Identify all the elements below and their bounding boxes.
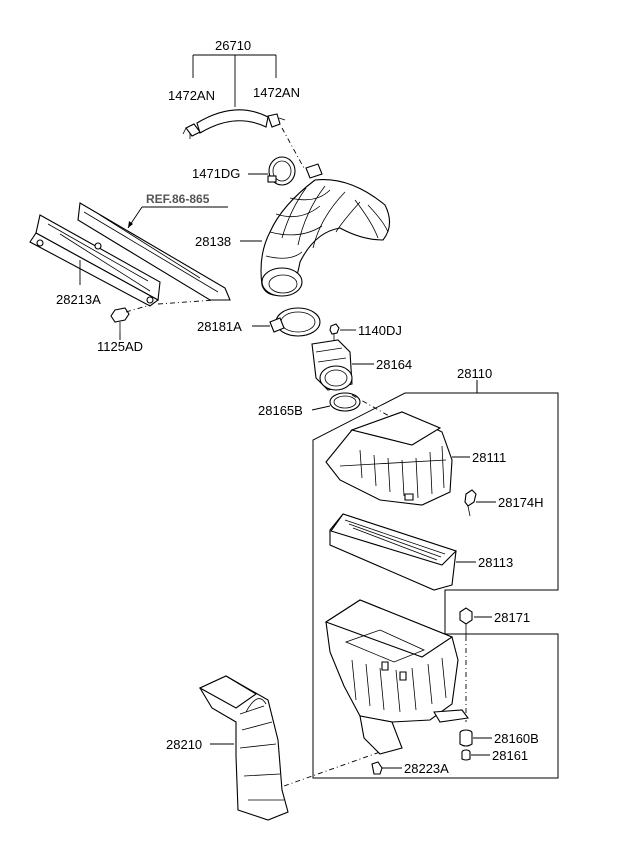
label-28223A: 28223A xyxy=(404,761,449,776)
part-28160B-grommet xyxy=(459,729,492,747)
hose-clip-left xyxy=(185,123,201,137)
part-1125AD-bolt xyxy=(110,304,151,340)
part-28161-collar xyxy=(461,749,490,761)
part-28223A-clip xyxy=(371,761,402,775)
part-28111-upper-cover xyxy=(325,411,470,506)
label-28111: 28111 xyxy=(472,450,506,465)
part-28174H-clip xyxy=(464,489,496,517)
part-28181A-clamp xyxy=(252,307,321,337)
label-28181A: 28181A xyxy=(197,319,242,334)
label-28174H: 28174H xyxy=(498,495,544,510)
label-28213A: 28213A xyxy=(56,292,101,307)
label-28160B: 28160B xyxy=(494,731,539,746)
part-28164-airflow-sensor xyxy=(311,339,374,391)
label-28165B: 28165B xyxy=(258,403,303,418)
label-1140DJ: 1140DJ xyxy=(358,323,402,338)
label-1471DG: 1471DG xyxy=(192,166,240,181)
ref-leader xyxy=(127,206,228,229)
label-28161: 28161 xyxy=(492,748,528,763)
breather-hose xyxy=(196,109,269,134)
label-28138: 28138 xyxy=(195,234,231,249)
label-1125AD: 1125AD xyxy=(97,339,143,354)
part-28210-air-duct xyxy=(198,675,381,821)
label-1472AN-left: 1472AN xyxy=(168,88,215,103)
label-28164: 28164 xyxy=(376,357,412,372)
part-28113-filter xyxy=(329,513,476,591)
assembly-frame-28110 xyxy=(312,380,559,779)
part-28171-bolt xyxy=(459,607,492,722)
label-28171: 28171 xyxy=(494,610,530,625)
part-28213A-bracket xyxy=(29,202,231,307)
label-26710: 26710 xyxy=(215,38,251,53)
label-28110: 28110 xyxy=(457,366,492,381)
part-28138-intake-hose xyxy=(240,163,391,297)
part-1471DG-clamp xyxy=(248,156,296,186)
label-28113: 28113 xyxy=(478,555,513,570)
label-1472AN-right: 1472AN xyxy=(253,85,300,100)
part-26710-group xyxy=(182,54,306,171)
part-lower-housing xyxy=(324,599,469,755)
part-1140DJ-screw xyxy=(329,323,356,340)
ref-label: REF.86-865 xyxy=(146,192,210,206)
label-28210: 28210 xyxy=(166,737,202,752)
hose-clip-right xyxy=(267,113,281,128)
